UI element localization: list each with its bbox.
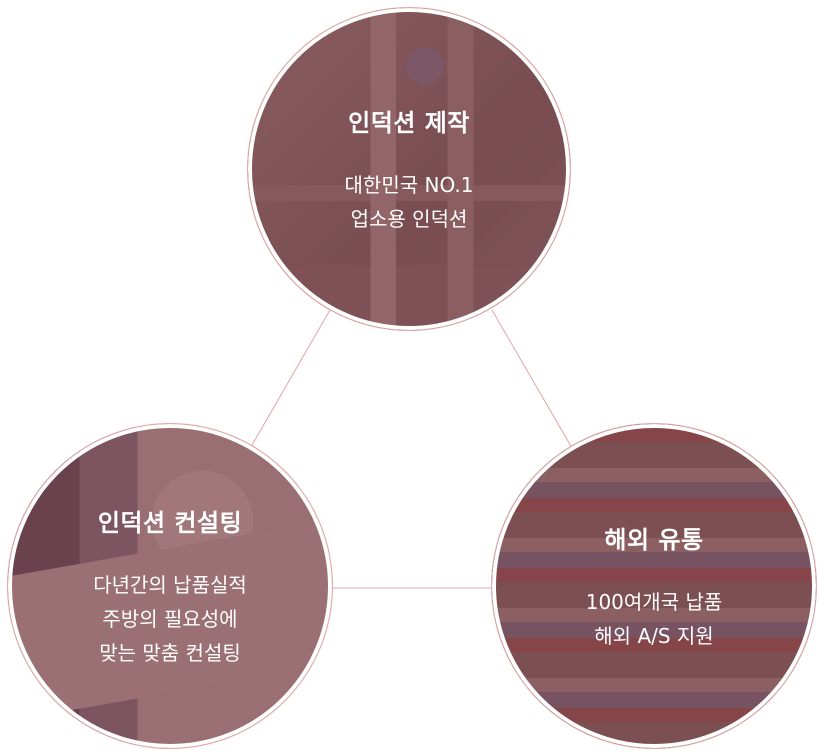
node-description: 100여개국 납품 해외 A/S 지원: [586, 585, 723, 653]
node-line: 다년간의 납품실적: [93, 572, 247, 597]
node-line: 업소용 인덕션: [350, 206, 468, 231]
node-line: 주방의 필요성에: [102, 606, 238, 631]
node-title: 인덕션 컨설팅: [97, 508, 243, 537]
node-title: 인덕션 제작: [348, 108, 470, 137]
node-title: 해외 유통: [604, 525, 704, 554]
node-induction-consulting: 인덕션 컨설팅 다년간의 납품실적 주방의 필요성에 맞는 맞춤 컨설팅: [8, 424, 332, 748]
node-line: 해외 A/S 지원: [594, 623, 714, 648]
node-induction-manufacturing: 인덕션 제작 대한민국 NO.1 업소용 인덕션: [248, 8, 570, 330]
node-line: 대한민국 NO.1: [344, 172, 474, 197]
node-line: 맞는 맞춤 컨설팅: [99, 640, 241, 665]
node-line: 100여개국 납품: [585, 589, 723, 614]
node-description: 다년간의 납품실적 주방의 필요성에 맞는 맞춤 컨설팅: [93, 568, 247, 670]
node-description: 대한민국 NO.1 업소용 인덕션: [345, 168, 474, 236]
node-overseas-distribution: 해외 유통 100여개국 납품 해외 A/S 지원: [492, 424, 816, 748]
